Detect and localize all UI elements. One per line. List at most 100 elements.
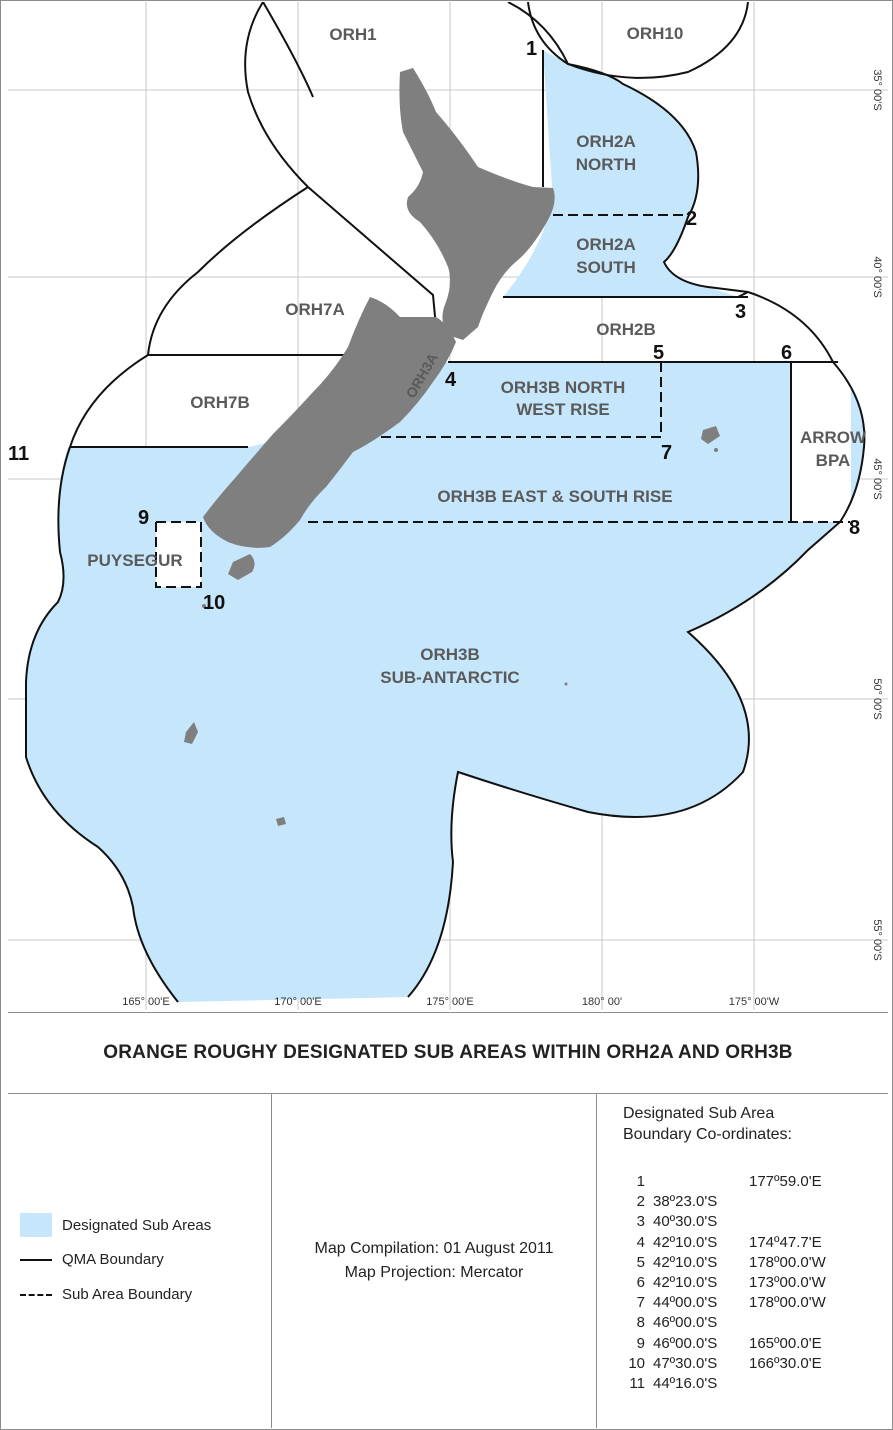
point-number-11: 11 — [8, 443, 29, 465]
coordinates-header-line1: Designated Sub Area — [623, 1105, 775, 1122]
latitude-tick: 35° 00'S — [871, 69, 883, 110]
coordinate-row: 1 177º59.0'E — [615, 1173, 859, 1193]
coordinate-number: 1 — [636, 1173, 645, 1190]
latitude-tick: 40° 00'S — [871, 256, 883, 297]
coordinate-number: 4 — [636, 1233, 645, 1251]
coordinate-latitude: 46º00.0'S — [653, 1314, 718, 1332]
coordinate-row: 4 42º10.0'S 174º47.7'E — [615, 1234, 859, 1254]
coordinate-row: 11 44º16.0'S — [615, 1375, 859, 1395]
latitude-ticks: 35° 00'S 40° 00'S 45° 00'S 50° 00'S 55° … — [871, 69, 883, 960]
coordinate-latitude: 44º00.0'S — [653, 1294, 718, 1312]
land-masses — [184, 68, 720, 826]
north-island — [399, 68, 555, 340]
coordinate-number: 3 — [636, 1213, 645, 1231]
puysegur-area[interactable] — [156, 522, 201, 587]
legend-label-designated: Designated Sub Areas — [62, 1216, 212, 1234]
label-orh2a-north-line1: ORH2A — [576, 132, 636, 151]
longitude-tick: 165° 00'E — [122, 996, 169, 1008]
coordinate-latitude: 42º10.0'S — [653, 1233, 718, 1251]
point-number-2: 2 — [686, 208, 697, 230]
coordinate-longitude: 174º47.7'E — [749, 1233, 822, 1251]
coordinate-longitude: 165º00.0'E — [749, 1334, 822, 1352]
coordinate-row: 5 42º10.0'S 178º00.0'W — [615, 1254, 859, 1274]
label-puysegur: PUYSEGUR — [87, 551, 182, 570]
point-number-7: 7 — [661, 442, 672, 464]
stewart-island — [228, 554, 255, 580]
chatham-islands — [701, 426, 720, 444]
coordinate-latitude: 46º00.0'S — [653, 1334, 718, 1352]
coordinate-longitude — [749, 1193, 859, 1213]
map-compilation-date: Map Compilation: 01 August 2011 — [314, 1240, 554, 1257]
point-number-4: 4 — [445, 369, 457, 391]
latitude-tick: 45° 00'S — [871, 458, 883, 499]
legend-label-qma: QMA Boundary — [62, 1251, 164, 1268]
label-orh2a-north-line2: NORTH — [576, 155, 636, 174]
non-designated-areas — [156, 362, 851, 587]
coordinate-latitude: 40º30.0'S — [653, 1213, 718, 1231]
area-labels: ORH1 ORH10 ORH2A NORTH ORH2A SOUTH ORH2B… — [87, 24, 867, 687]
coordinate-longitude: 177º59.0'E — [749, 1173, 822, 1190]
label-orh3b-north-west-rise-line2: WEST RISE — [516, 400, 610, 419]
latitude-tick: 50° 00'S — [871, 678, 883, 719]
label-orh3b-sub-antarctic-line2: SUB-ANTARCTIC — [380, 668, 519, 687]
coordinate-longitude: 166º30.0'E — [749, 1354, 822, 1372]
coordinate-number: 8 — [636, 1314, 645, 1332]
coordinate-longitude: 178º00.0'W — [749, 1294, 826, 1312]
point-number-5: 5 — [653, 342, 664, 364]
label-orh2b: ORH2B — [596, 320, 656, 339]
boundary-point-numbers: 1 2 3 4 5 6 7 8 9 10 11 — [8, 38, 860, 614]
longitude-tick: 170° 00'E — [274, 996, 321, 1008]
label-orh3b-sub-antarctic-line1: ORH3B — [420, 645, 480, 664]
label-orh7b: ORH7B — [190, 393, 250, 412]
coordinates-header: Designated Sub Area Boundary Co-ordinate… — [623, 1103, 792, 1145]
coordinate-latitude: 42º10.0'S — [653, 1273, 718, 1291]
pitt-island — [714, 448, 718, 452]
legend-line-solid — [20, 1258, 52, 1261]
map-canvas: ORH1 ORH10 ORH2A NORTH ORH2A SOUTH ORH2B… — [8, 2, 888, 1010]
label-orh3b-north-west-rise-line1: ORH3B NORTH — [501, 378, 626, 397]
longitude-tick: 175° 00'W — [729, 996, 780, 1008]
label-arrow-bpa-line1: ARROW — [800, 428, 867, 447]
coordinates-header-line2: Boundary Co-ordinates: — [623, 1126, 792, 1143]
coordinate-longitude: 178º00.0'W — [749, 1253, 826, 1271]
coordinate-number: 11 — [629, 1374, 645, 1392]
coordinate-latitude: 42º10.0'S — [653, 1253, 718, 1271]
point-number-10: 10 — [203, 592, 225, 614]
longitude-ticks: 165° 00'E 170° 00'E 175° 00'E 180° 00' 1… — [122, 996, 780, 1008]
label-orh7a: ORH7A — [285, 300, 345, 319]
map-info-panel: Map Compilation: 01 August 2011 Map Proj… — [272, 1093, 597, 1428]
coordinate-number: 7 — [636, 1294, 645, 1312]
coordinate-latitude: 44º16.0'S — [653, 1374, 718, 1392]
label-orh1: ORH1 — [329, 25, 376, 44]
orh2a-area[interactable] — [503, 50, 738, 297]
qma-boundaries — [25, 2, 866, 1003]
label-orh3b-east-south-rise: ORH3B EAST & SOUTH RISE — [437, 487, 672, 506]
legend-item-qma: QMA Boundary — [20, 1251, 164, 1268]
coordinate-number: 5 — [636, 1253, 645, 1271]
legend-item-designated: Designated Sub Areas — [20, 1213, 211, 1237]
coordinate-number: 9 — [636, 1334, 645, 1352]
map-panel[interactable]: ORH1 ORH10 ORH2A NORTH ORH2A SOUTH ORH2B… — [8, 2, 888, 1010]
arrow-bpa-area[interactable] — [791, 362, 851, 522]
coordinate-longitude — [749, 1213, 859, 1233]
legend-label-sub-area: Sub Area Boundary — [62, 1286, 193, 1303]
coordinate-latitude — [645, 1173, 749, 1193]
south-island — [203, 297, 456, 548]
point-number-1: 1 — [526, 38, 537, 60]
coordinate-row: 8 46º00.0'S — [615, 1314, 859, 1334]
map-title: ORANGE ROUGHY DESIGNATED SUB AREAS WITHI… — [8, 1012, 888, 1094]
point-number-8: 8 — [849, 517, 860, 539]
sub-area-boundaries — [155, 214, 850, 588]
label-orh2a-south-line1: ORH2A — [576, 235, 636, 254]
point-number-6: 6 — [781, 342, 792, 364]
campbell-island — [276, 817, 286, 826]
coordinate-row: 7 44º00.0'S 178º00.0'W — [615, 1294, 859, 1314]
longitude-tick: 180° 00' — [582, 996, 622, 1008]
coordinate-number: 10 — [628, 1354, 645, 1372]
coordinate-row: 3 40º30.0'S — [615, 1213, 859, 1233]
coordinate-longitude: 173º00.0'W — [749, 1273, 826, 1291]
snares-islet — [202, 604, 206, 608]
latitude-tick: 55° 00'S — [871, 919, 883, 960]
